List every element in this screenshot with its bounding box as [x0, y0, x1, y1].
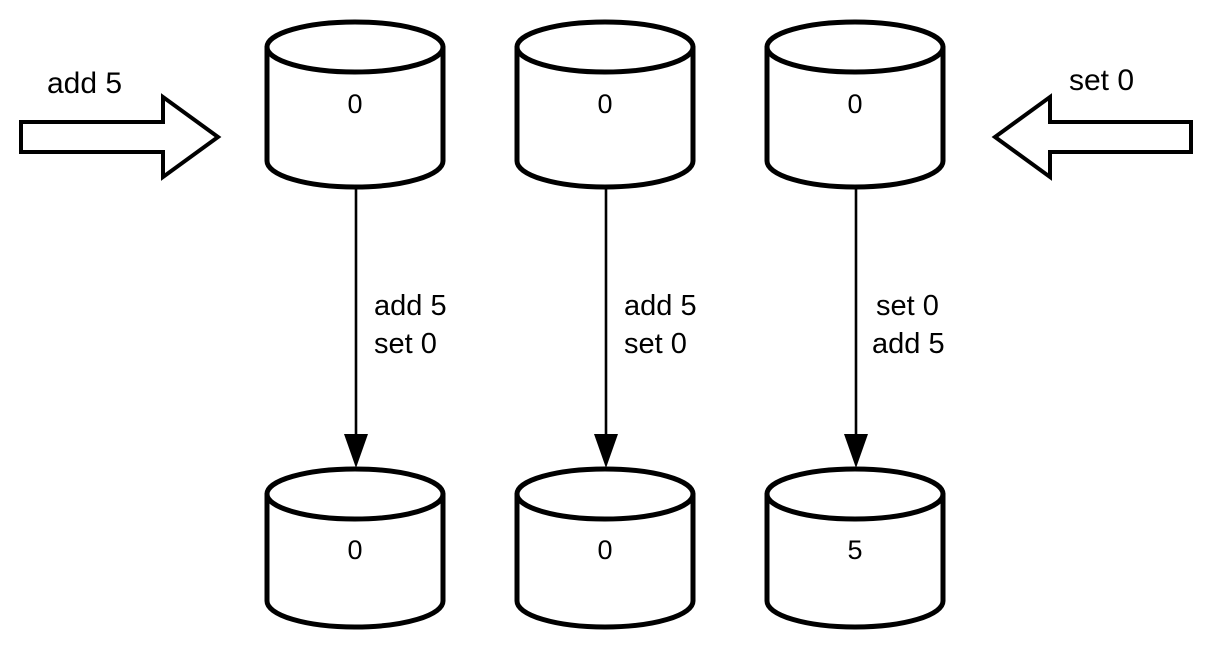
- operation-label-2-1: set 0: [624, 328, 687, 360]
- replica-column-1: 0 add 5 set 0 0: [264, 19, 447, 630]
- operation-label-3-0: set 0: [876, 290, 939, 322]
- database-value-top-3: 0: [847, 89, 862, 119]
- database-value-bottom-3: 5: [847, 535, 862, 565]
- operation-label-3-1: add 5: [872, 328, 945, 360]
- cylinder-body-icon: [764, 44, 946, 190]
- cylinder-body-icon: [514, 491, 696, 630]
- left-pointing-block-arrow: [991, 93, 1193, 181]
- operation-label-1-1: set 0: [374, 328, 437, 360]
- operation-label-2-0: add 5: [624, 290, 697, 322]
- cylinder-top-ellipse-icon: [764, 466, 946, 522]
- database-value-bottom-2: 0: [597, 535, 612, 565]
- database-cylinder-top-2: 0: [514, 19, 696, 190]
- cylinder-top-ellipse-icon: [264, 466, 446, 522]
- cylinder-body-icon: [264, 491, 446, 630]
- flow-arrow-head-icon: [344, 434, 368, 468]
- cylinder-top-ellipse-icon: [264, 19, 446, 75]
- external-input-label-right: set 0: [1069, 64, 1134, 97]
- flow-arrow-head-icon: [594, 434, 618, 468]
- external-input-label-left: add 5: [47, 67, 122, 100]
- right-pointing-block-arrow: [19, 93, 222, 181]
- replica-column-3: 0 set 0 add 5 5: [764, 19, 946, 630]
- replica-column-2: 0 add 5 set 0 0: [514, 19, 697, 630]
- database-value-top-1: 0: [347, 89, 362, 119]
- database-cylinder-top-1: 0: [264, 19, 446, 190]
- flow-arrow-head-icon: [844, 434, 868, 468]
- cylinder-body-icon: [264, 44, 446, 190]
- cylinder-top-ellipse-icon: [764, 19, 946, 75]
- cylinder-top-ellipse-icon: [514, 466, 696, 522]
- flow-arrow-2: [594, 188, 618, 468]
- operation-label-1-0: add 5: [374, 290, 447, 322]
- flow-arrow-3: [844, 188, 868, 468]
- database-cylinder-bottom-1: 0: [264, 466, 446, 630]
- cylinder-body-icon: [514, 44, 696, 190]
- external-input-arrow-left: add 5: [19, 67, 222, 181]
- cylinder-body-icon: [764, 491, 946, 630]
- database-cylinder-top-3: 0: [764, 19, 946, 190]
- database-cylinder-bottom-2: 0: [514, 466, 696, 630]
- database-value-bottom-1: 0: [347, 535, 362, 565]
- flow-arrow-1: [344, 188, 368, 468]
- database-value-top-2: 0: [597, 89, 612, 119]
- external-input-arrow-right: set 0: [991, 64, 1193, 181]
- database-cylinder-bottom-3: 5: [764, 466, 946, 630]
- cylinder-top-ellipse-icon: [514, 19, 696, 75]
